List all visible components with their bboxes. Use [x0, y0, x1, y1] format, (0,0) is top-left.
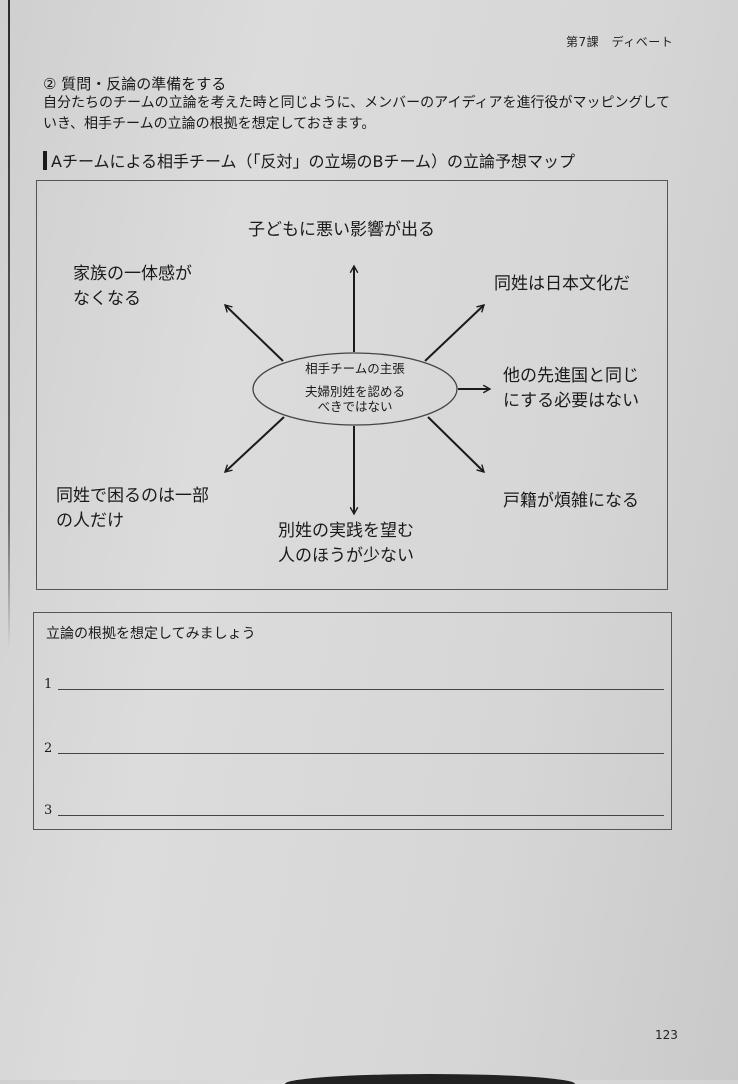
map-node-bottom: 別姓の実践を望む 人のほうが少ない — [278, 521, 414, 566]
heading-bar-icon — [43, 150, 47, 170]
arrow-lower-right — [427, 416, 485, 473]
page-number: 123 — [655, 1028, 678, 1042]
center-claim-line: べきではない — [317, 399, 393, 414]
answer-line-1[interactable] — [58, 689, 664, 690]
argument-map-diagram — [223, 264, 492, 516]
map-node-top: 子どもに悪い影響が出る — [248, 220, 435, 240]
map-node-right: 他の先進国と同じ にする必要はない — [503, 366, 640, 411]
center-claim: 相手チームの主張 夫婦別姓を認める べきではない — [280, 361, 430, 414]
center-label: 相手チームの主張 — [305, 361, 405, 376]
answer-number: 2 — [44, 741, 53, 756]
map-node-upper-left: 家族の一体感が なくなる — [73, 264, 192, 309]
center-ellipse — [252, 352, 458, 426]
answer-row-2[interactable]: 2 — [44, 736, 664, 756]
page-binding-edge — [8, 0, 10, 650]
running-head: 第7課 ディベート — [566, 35, 674, 49]
arrow-lower-left — [223, 416, 285, 473]
answer-line-2[interactable] — [58, 753, 664, 754]
map-node-lower-right: 戸籍が煩雑になる — [503, 491, 639, 511]
map-node-lower-left: 同姓で困るのは一部 の人だけ — [56, 486, 209, 531]
answer-line-3[interactable] — [58, 815, 664, 816]
answer-number: 3 — [44, 803, 53, 818]
answer-number: 1 — [44, 677, 53, 692]
section-title: ② 質問・反論の準備をする — [43, 75, 227, 93]
intro-line: 自分たちのチームの立論を考えた時と同じように、メンバーのアイディアを進行役がマッ… — [43, 95, 671, 111]
intro-line: いき、相手チームの立論の根拠を想定しておきます。 — [43, 116, 376, 132]
center-claim-line: 夫婦別姓を認める — [304, 384, 405, 399]
answer-row-1[interactable]: 1 — [44, 672, 664, 692]
answer-row-3[interactable]: 3 — [44, 798, 664, 818]
map-heading-text: Aチームによる相手チーム（「反対」の立場のBチーム）の立論予想マップ — [51, 152, 576, 171]
arrow-upper-left — [224, 304, 284, 362]
exercise-frame — [33, 612, 672, 830]
exercise-title: 立論の根拠を想定してみましょう — [46, 626, 256, 642]
arrow-upper-right — [424, 304, 486, 362]
intro-paragraph: 自分たちのチームの立論を考えた時と同じように、メンバーのアイディアを進行役がマッ… — [43, 93, 683, 135]
scan-shadow — [285, 1074, 575, 1084]
map-node-upper-right: 同姓は日本文化だ — [494, 274, 630, 294]
map-heading: Aチームによる相手チーム（「反対」の立場のBチーム）の立論予想マップ — [43, 148, 575, 172]
argument-map-frame — [36, 180, 668, 590]
